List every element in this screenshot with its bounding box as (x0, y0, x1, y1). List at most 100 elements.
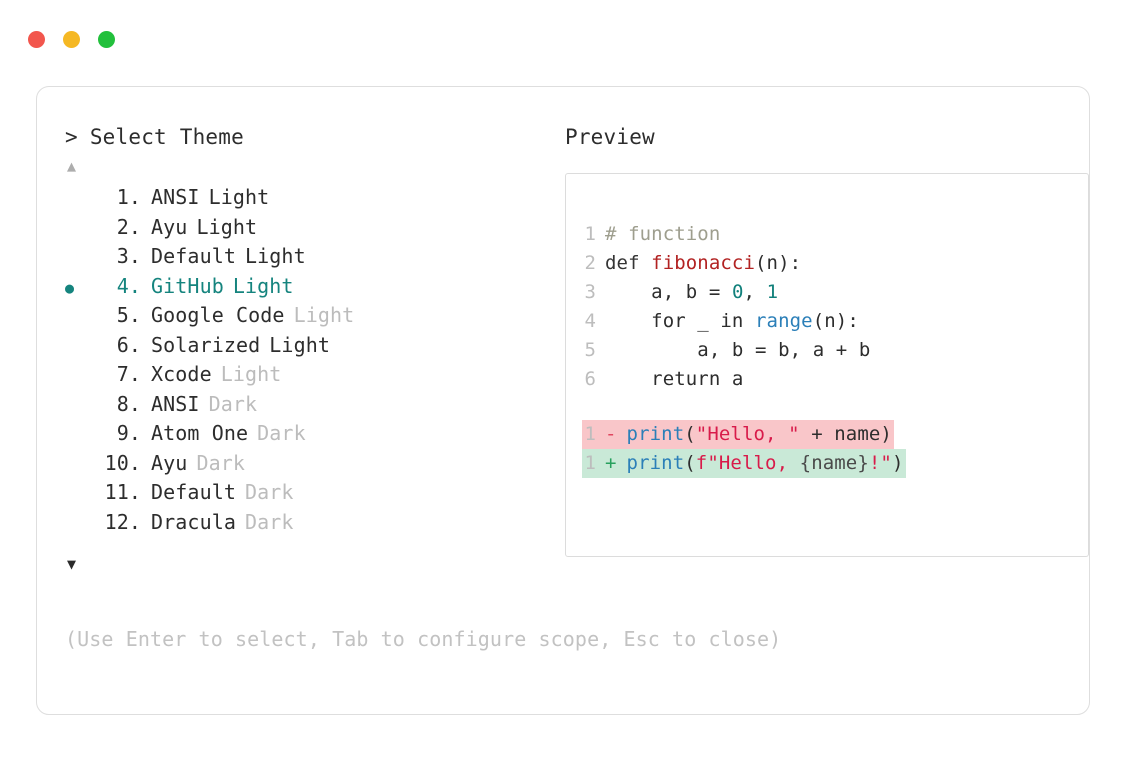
code-token-kw: def (605, 252, 652, 274)
line-number: 1 (584, 452, 596, 474)
theme-item-variant: Dark (196, 450, 246, 475)
code-token-str: !" (868, 452, 892, 474)
theme-item-variant: Light (220, 362, 282, 386)
code-line: 3 a, b = 0, 1 (582, 278, 1078, 307)
code-token-builtin: print (626, 423, 685, 445)
code-line: 4 for _ in range(n): (582, 307, 1078, 336)
code-token-plain: (n): (812, 310, 859, 332)
theme-list-item[interactable]: 12. Dracula Dark (65, 508, 535, 538)
diff-line-add: 1+ print(f"Hello, {name}!") (582, 449, 906, 478)
code-token-plain: a, b = (605, 281, 732, 303)
line-number: 3 (584, 281, 596, 303)
code-token-builtin: print (626, 452, 685, 474)
theme-item-name: ANSI (151, 185, 200, 209)
theme-list-item[interactable]: 3. Default Light (65, 242, 535, 272)
page-title: Select Theme (89, 125, 244, 149)
code-token-num: 1 (766, 281, 779, 303)
theme-item-index: 12. (104, 509, 141, 534)
code-token-str: "Hello, " (695, 423, 800, 445)
line-number: 2 (584, 252, 596, 274)
theme-item-variant: Light (196, 214, 258, 239)
theme-item-name: Dracula (151, 509, 236, 534)
code-token-plain: a, b = b, a + b (605, 339, 871, 361)
line-number: 1 (584, 223, 596, 245)
theme-item-index: 9. (116, 421, 141, 445)
theme-item-index: 3. (116, 244, 141, 268)
line-number: 5 (584, 339, 596, 361)
theme-item-variant: Dark (245, 480, 294, 504)
theme-item-name: Ayu (151, 450, 188, 475)
line-number: 1 (584, 423, 596, 445)
theme-item-variant: Dark (257, 421, 306, 445)
prompt-row: > Select Theme (65, 123, 535, 151)
selected-bullet-icon: ● (65, 278, 75, 297)
keyboard-hint: (Use Enter to select, Tab to configure s… (65, 627, 782, 651)
code-token-builtin: range (755, 310, 813, 332)
theme-item-index: 4. (116, 273, 141, 298)
theme-item-name: Google Code (151, 303, 285, 327)
theme-item-variant: Light (293, 303, 355, 327)
code-token-plain: return a (605, 368, 744, 390)
diff-line-del: 1- print("Hello, " + name) (582, 420, 894, 449)
theme-item-name: Default (151, 480, 236, 504)
preview-panel: 1 # function 2 def fibonacci (n): 3 a, b = 0,… (565, 173, 1089, 557)
theme-list-item[interactable]: 7. Xcode Light (65, 360, 535, 390)
maximize-button[interactable] (98, 31, 115, 48)
theme-item-index: 1. (116, 185, 141, 209)
theme-item-variant: Dark (245, 509, 294, 534)
preview-heading: Preview (565, 125, 655, 149)
theme-list-item[interactable]: 5. Google Code Light (65, 301, 535, 331)
theme-item-index: 8. (116, 391, 141, 416)
code-spacer (582, 394, 1078, 420)
theme-item-variant: Dark (208, 391, 258, 416)
code-token-num: 0 (731, 281, 744, 303)
code-token-interp: {name} (799, 452, 869, 474)
theme-item-variant: Light (269, 332, 330, 357)
theme-item-variant: Light (245, 244, 306, 268)
theme-list-item[interactable]: 1. ANSI Light (65, 183, 535, 213)
theme-item-index: 6. (116, 332, 141, 357)
scroll-down-arrow-icon[interactable]: ▼ (67, 555, 77, 573)
code-line: 1 # function (582, 220, 1078, 249)
diff-sign-del: - (605, 423, 617, 445)
line-number: 4 (584, 310, 596, 332)
code-token-plain: ( (684, 452, 696, 474)
code-token-fn: fibonacci (651, 252, 756, 274)
code-token-plain: + name) (799, 423, 892, 445)
theme-item-index: 7. (116, 362, 141, 386)
code-token-plain: , (743, 281, 767, 303)
theme-item-name: Atom One (151, 421, 249, 445)
code-token-plain: for _ in (605, 310, 756, 332)
theme-item-name: GitHub (151, 273, 224, 298)
theme-item-variant: Light (208, 185, 270, 209)
code-preview: 1 # function 2 def fibonacci (n): 3 a, b = 0,… (582, 220, 1078, 478)
theme-list-item[interactable]: ● 4. GitHub Light (65, 272, 535, 302)
theme-list-item[interactable]: 6. Solarized Light (65, 331, 535, 361)
theme-item-name: Default (151, 244, 236, 268)
theme-list-item[interactable]: 9. Atom One Dark (65, 419, 535, 449)
code-line: 5 a, b = b, a + b (582, 336, 1078, 365)
minimize-button[interactable] (63, 31, 80, 48)
theme-item-name: Solarized (151, 332, 261, 357)
theme-item-index: 10. (104, 450, 141, 475)
theme-list-item[interactable]: 10. Ayu Dark (65, 449, 535, 479)
code-token-comment: # function (605, 223, 721, 245)
code-token-plain: ( (684, 423, 696, 445)
theme-item-index: 5. (116, 303, 141, 327)
prompt-caret-icon: > (65, 125, 78, 149)
window-traffic-lights (28, 31, 115, 48)
line-number: 6 (584, 368, 596, 390)
theme-item-name: Xcode (151, 362, 212, 386)
close-button[interactable] (28, 31, 45, 48)
scroll-up-arrow-icon[interactable]: ▲ (67, 157, 77, 175)
code-token-str: f"Hello, (695, 452, 800, 474)
theme-item-variant: Light (232, 273, 294, 298)
